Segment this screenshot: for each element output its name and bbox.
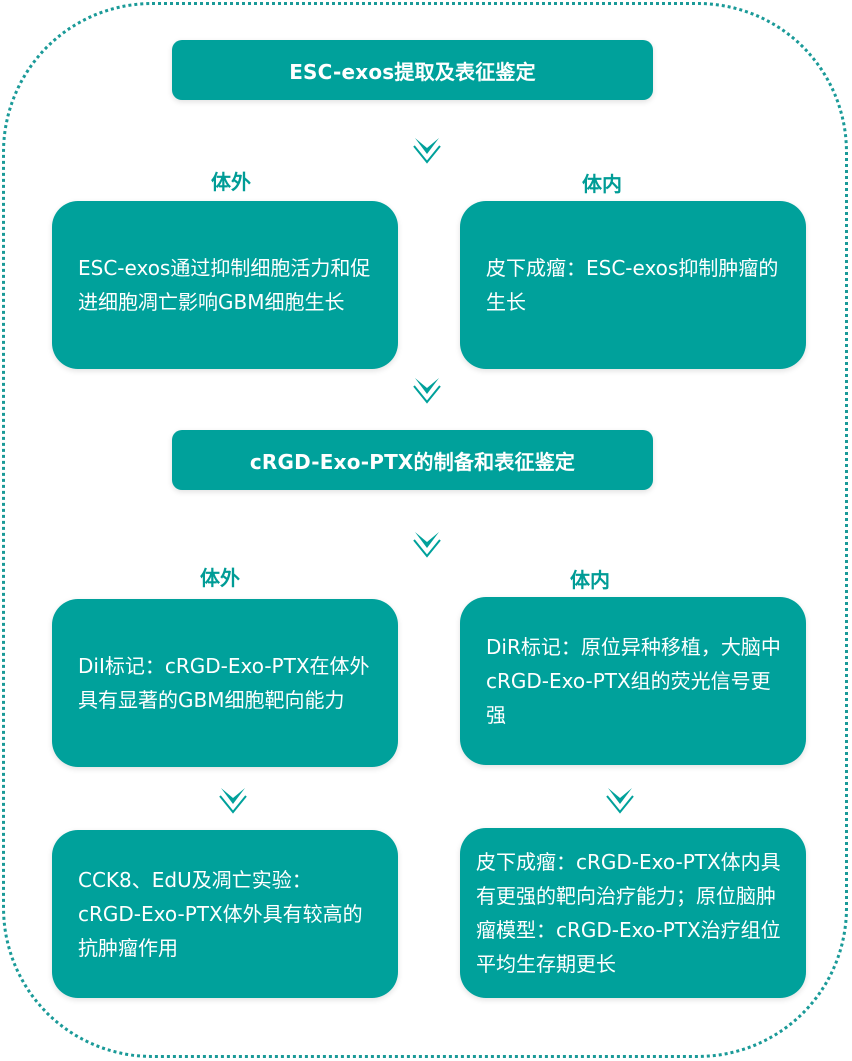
chevron-down-icon bbox=[413, 378, 441, 404]
card-text: DiI标记：cRGD-Exo-PTX在体外具有显著的GBM细胞靶向能力 bbox=[78, 654, 370, 712]
card-text: CCK8、EdU及凋亡实验：cRGD-Exo-PTX体外具有较高的抗肿瘤作用 bbox=[78, 868, 363, 960]
stage1-title: ESC-exos提取及表征鉴定 bbox=[172, 40, 653, 100]
in-vivo-label: 体内 bbox=[570, 568, 610, 592]
card-text: DiR标记：原位异种移植，大脑中cRGD-Exo-PTX组的荧光信号更强 bbox=[486, 635, 781, 727]
stage2-in-vitro-card-1: DiI标记：cRGD-Exo-PTX在体外具有显著的GBM细胞靶向能力 bbox=[52, 599, 398, 767]
in-vitro-label: 体外 bbox=[200, 566, 240, 590]
chevron-down-icon bbox=[413, 138, 441, 164]
card-text: 皮下成瘤：ESC-exos抑制肿瘤的生长 bbox=[486, 256, 779, 314]
stage2-in-vivo-card-1: DiR标记：原位异种移植，大脑中cRGD-Exo-PTX组的荧光信号更强 bbox=[460, 597, 806, 765]
stage2-in-vivo-card-2: 皮下成瘤：cRGD-Exo-PTX体内具有更强的靶向治疗能力；原位脑肿瘤模型：c… bbox=[460, 828, 806, 998]
card-text: 皮下成瘤：cRGD-Exo-PTX体内具有更强的靶向治疗能力；原位脑肿瘤模型：c… bbox=[476, 850, 781, 976]
stage1-in-vivo-card: 皮下成瘤：ESC-exos抑制肿瘤的生长 bbox=[460, 201, 806, 369]
stage2-in-vitro-card-2: CCK8、EdU及凋亡实验：cRGD-Exo-PTX体外具有较高的抗肿瘤作用 bbox=[52, 830, 398, 998]
chevron-down-icon bbox=[413, 532, 441, 558]
in-vivo-label: 体内 bbox=[582, 172, 622, 196]
in-vitro-label: 体外 bbox=[211, 170, 251, 194]
card-text: ESC-exos通过抑制细胞活力和促进细胞凋亡影响GBM细胞生长 bbox=[78, 256, 371, 314]
chevron-down-icon bbox=[219, 788, 247, 814]
chevron-down-icon bbox=[606, 788, 634, 814]
stage1-in-vitro-card: ESC-exos通过抑制细胞活力和促进细胞凋亡影响GBM细胞生长 bbox=[52, 201, 398, 369]
stage2-title: cRGD-Exo-PTX的制备和表征鉴定 bbox=[172, 430, 653, 490]
